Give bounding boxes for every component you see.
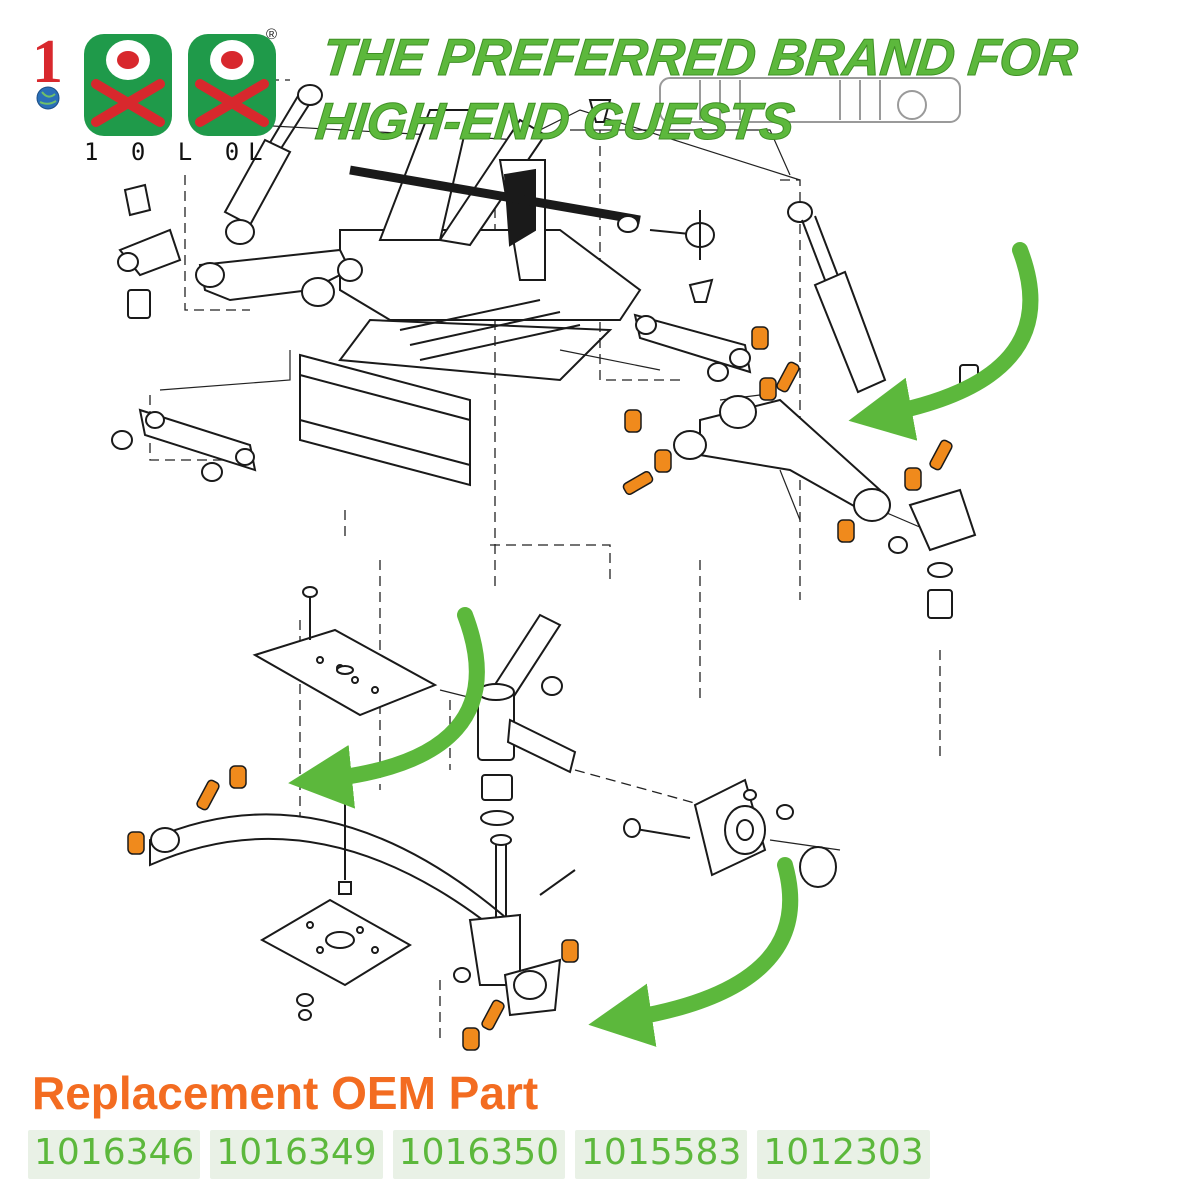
part-number: 1016346 (28, 1130, 201, 1179)
bushing (837, 519, 855, 543)
part-number: 1016349 (210, 1130, 383, 1179)
bushing (196, 779, 220, 811)
curved-arrow-icon (848, 242, 1039, 441)
tie-rod-end (588, 99, 715, 303)
brand-slogan: THE PREFERRED BRAND FOR HIGH-END GUESTS (312, 29, 1080, 152)
replacement-title: Replacement OEM Part (32, 1067, 539, 1119)
callout-arrows (288, 242, 1039, 1047)
bushing (759, 377, 777, 401)
part-number: 1015583 (575, 1130, 748, 1179)
frame-crossmember (299, 109, 642, 487)
globe-icon (36, 86, 60, 110)
shock-absorber-left (223, 84, 323, 245)
bushing (462, 1027, 480, 1051)
bushing (929, 439, 953, 471)
part-number: 1016350 (392, 1130, 566, 1179)
brand-logo: 1 (32, 28, 276, 136)
part-number: 1012303 (757, 1130, 930, 1179)
bushing (229, 765, 247, 789)
shackle-lower-right (296, 869, 576, 1021)
spindle (468, 613, 577, 986)
bushing (654, 449, 672, 473)
bushing (481, 999, 505, 1031)
bushing (561, 939, 579, 963)
bushing (624, 409, 642, 433)
svg-text:1: 1 (32, 28, 63, 96)
right-a-arm (633, 313, 979, 619)
bushing (751, 326, 769, 350)
logo-caption: 1 0 L 0L (84, 138, 272, 166)
mounting-plates (252, 586, 438, 987)
replacement-bushings (127, 326, 953, 1051)
bushing (127, 831, 145, 855)
registered-mark: ® (266, 26, 278, 43)
left-link (111, 408, 257, 482)
wheel-hub (623, 778, 837, 888)
bushing (776, 361, 800, 393)
part-number-list: 1016346 1016349 1016350 1015583 1012303 (28, 1130, 930, 1179)
shock-absorber-right (787, 201, 887, 394)
steering-gear (659, 77, 961, 123)
bushing (904, 467, 922, 491)
left-a-arm (117, 183, 363, 319)
stabilizer-bar (349, 165, 641, 233)
curved-arrow-icon (288, 607, 485, 809)
curved-arrow-icon (588, 857, 799, 1047)
bushing (622, 471, 654, 495)
